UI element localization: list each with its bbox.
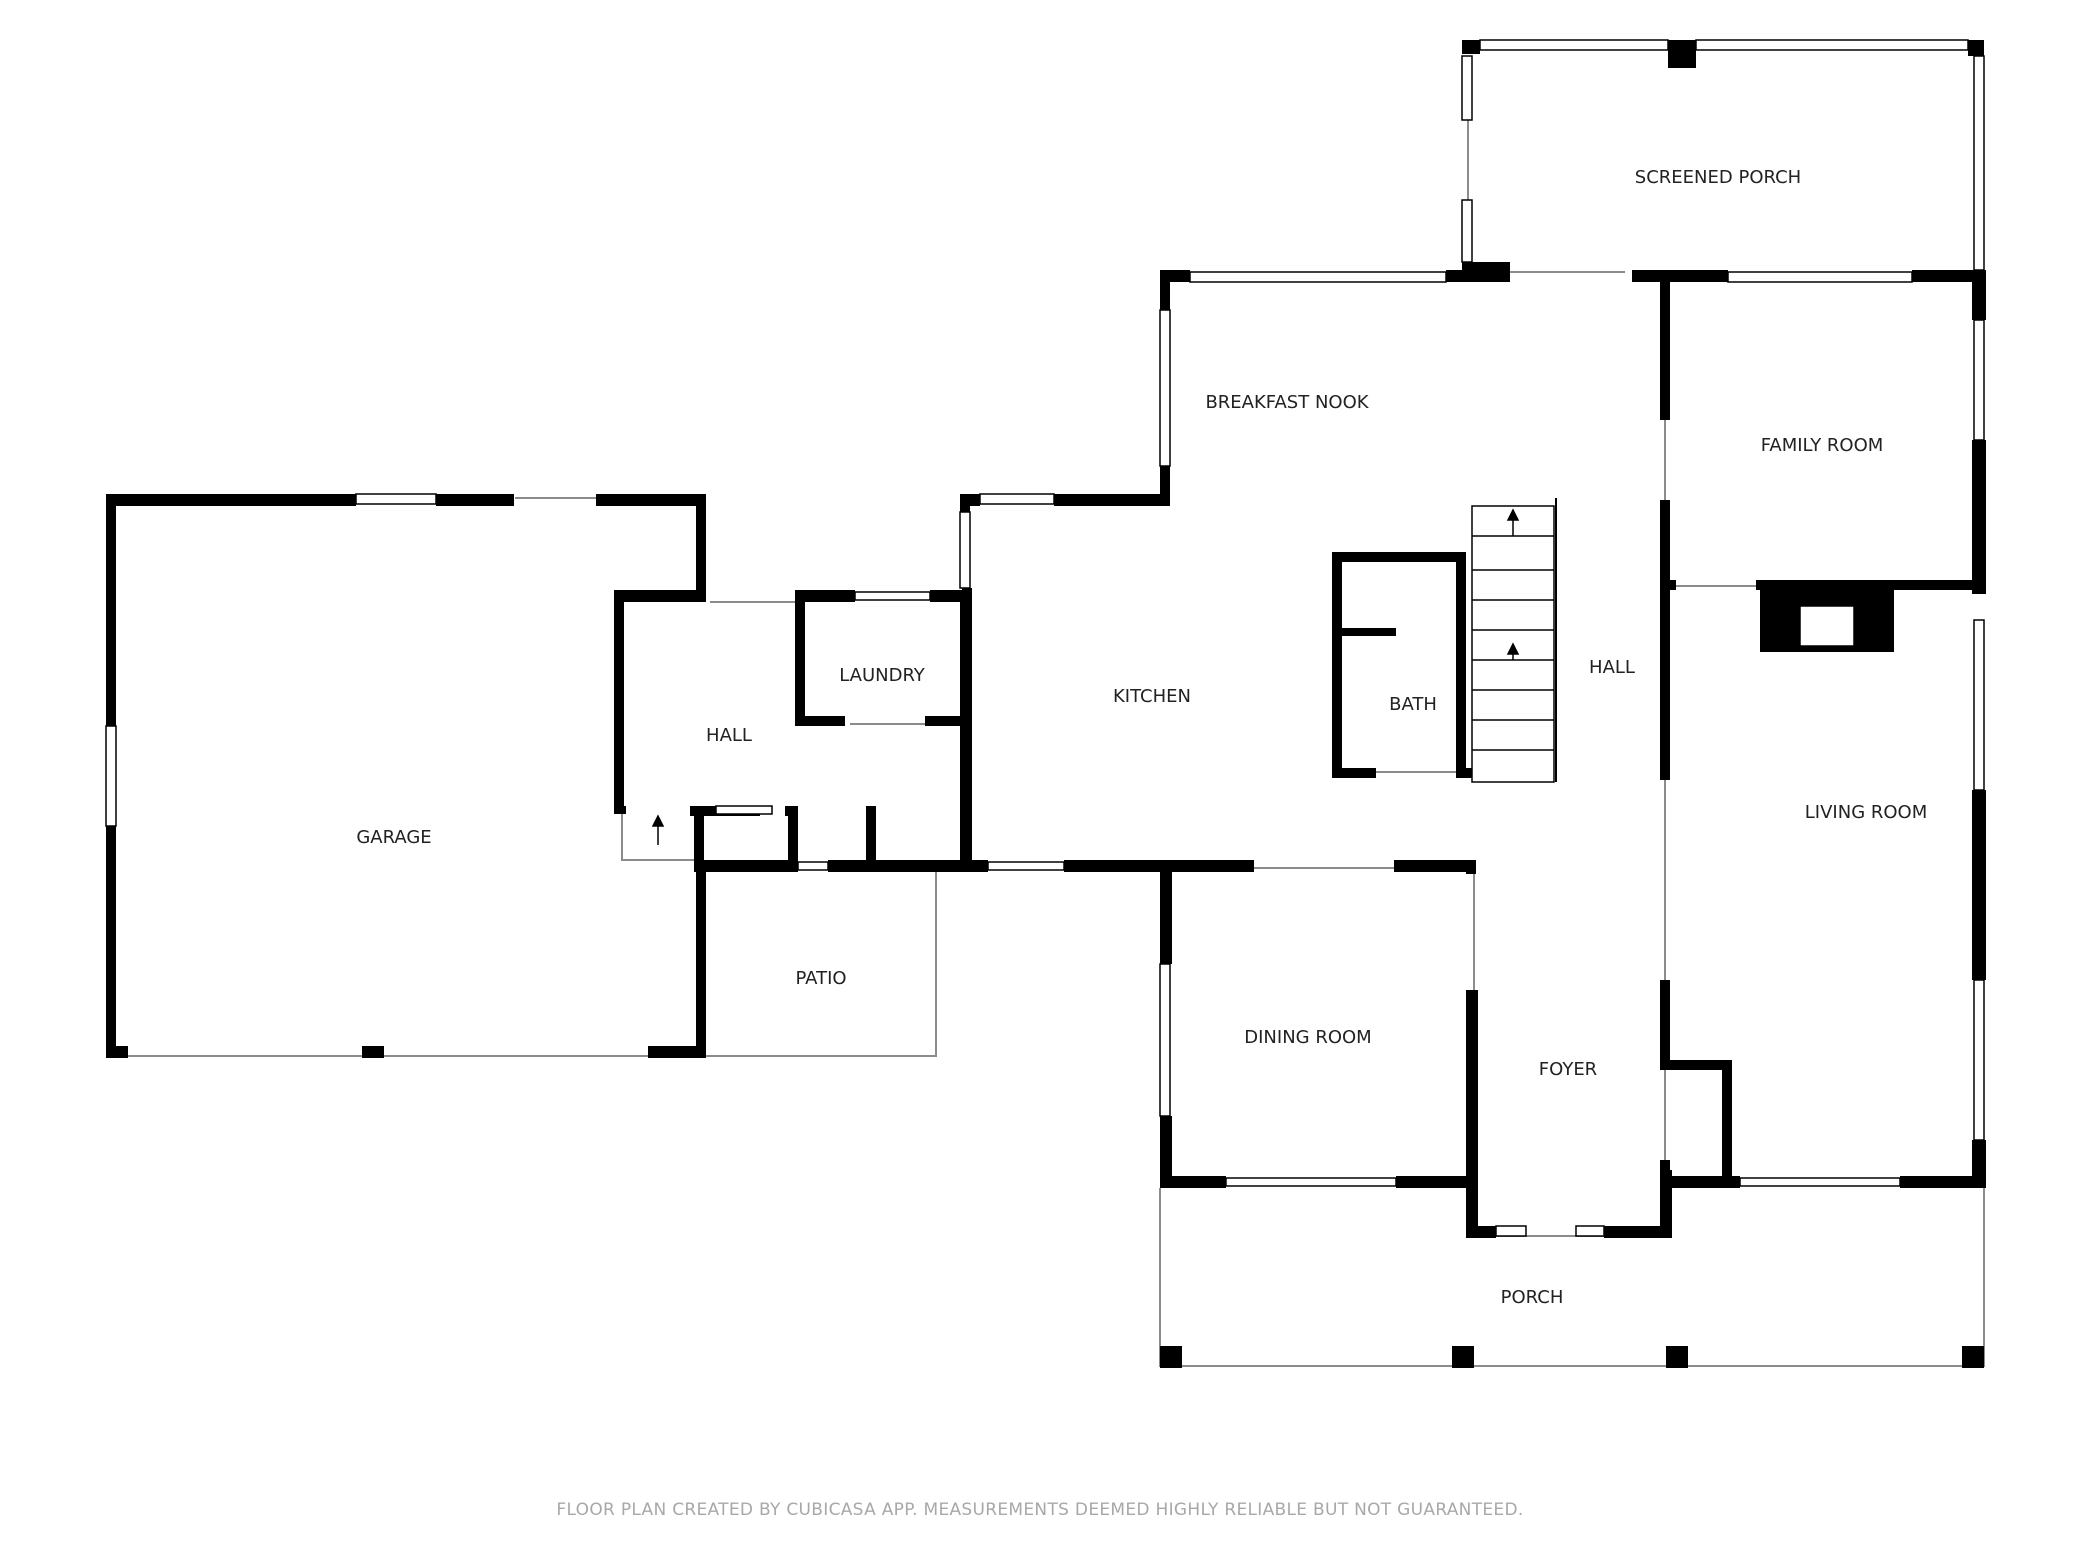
room-label-breakfast-nook: BREAKFAST NOOK	[1205, 392, 1369, 413]
room-label-garage: GARAGE	[356, 827, 431, 848]
room-label-hall-left: HALL	[706, 725, 752, 746]
room-label-family-room: FAMILY ROOM	[1761, 435, 1884, 456]
staircase	[651, 498, 1557, 845]
room-label-kitchen: KITCHEN	[1113, 686, 1191, 707]
room-label-foyer: FOYER	[1539, 1059, 1597, 1080]
room-label-patio: PATIO	[795, 968, 846, 989]
room-label-screened-porch: SCREENED PORCH	[1635, 167, 1801, 188]
room-label-porch: PORCH	[1501, 1287, 1564, 1308]
room-label-bath: BATH	[1389, 694, 1437, 715]
room-label-living-room: LIVING ROOM	[1805, 802, 1927, 823]
walls	[106, 40, 1986, 1368]
room-label-hall-center: HALL	[1589, 657, 1635, 678]
room-labels: SCREENED PORCH BREAKFAST NOOK FAMILY ROO…	[356, 167, 1927, 1308]
fireplace	[1760, 584, 1894, 652]
room-label-laundry: LAUNDRY	[839, 665, 926, 686]
windows	[105, 39, 1985, 1237]
room-label-dining-room: DINING ROOM	[1244, 1027, 1371, 1048]
footer-disclaimer: FLOOR PLAN CREATED BY CUBICASA APP. MEAS…	[556, 1500, 1524, 1520]
